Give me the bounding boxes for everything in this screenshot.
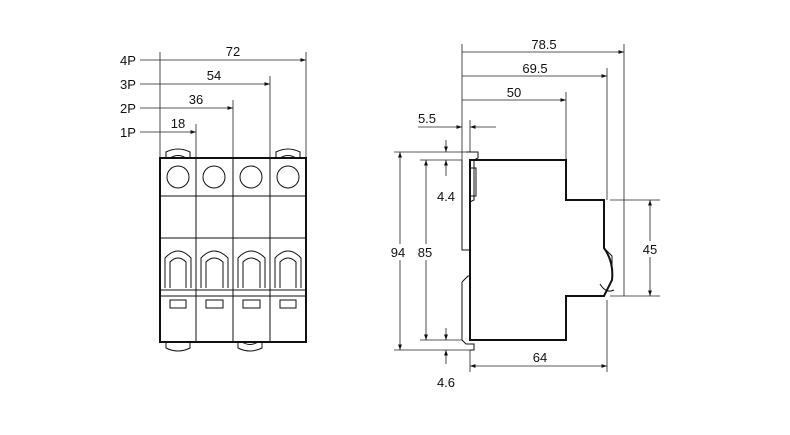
value-4-4: 4.4	[437, 189, 455, 204]
breaker-front-body	[159, 148, 307, 352]
label-mask-45	[640, 241, 662, 257]
value-72: 72	[226, 44, 240, 59]
value-36: 36	[189, 92, 203, 107]
value-54: 54	[207, 68, 221, 83]
value-5-5: 5.5	[418, 111, 436, 126]
value-78-5: 78.5	[531, 37, 556, 52]
value-18: 18	[171, 116, 185, 131]
front-view: 4P 3P 2P 1P 72 54 36 18	[120, 44, 307, 352]
label-mask-94	[388, 244, 408, 260]
label-4p: 4P	[120, 53, 136, 68]
label-3p: 3P	[120, 77, 136, 92]
value-85: 85	[418, 245, 432, 260]
label-mask-85	[414, 244, 436, 260]
label-1p: 1P	[120, 125, 136, 140]
value-50: 50	[507, 85, 521, 100]
side-view: 78.5 69.5 50 5.5 94 94 85 4.4 4.6	[388, 37, 662, 390]
breaker-side-body	[461, 151, 615, 351]
value-45: 45	[643, 242, 657, 257]
value-69-5: 69.5	[522, 61, 547, 76]
value-4-6: 4.6	[437, 375, 455, 390]
value-94-label: 94	[391, 245, 405, 260]
label-2p: 2P	[120, 101, 136, 116]
value-64: 64	[533, 350, 547, 365]
